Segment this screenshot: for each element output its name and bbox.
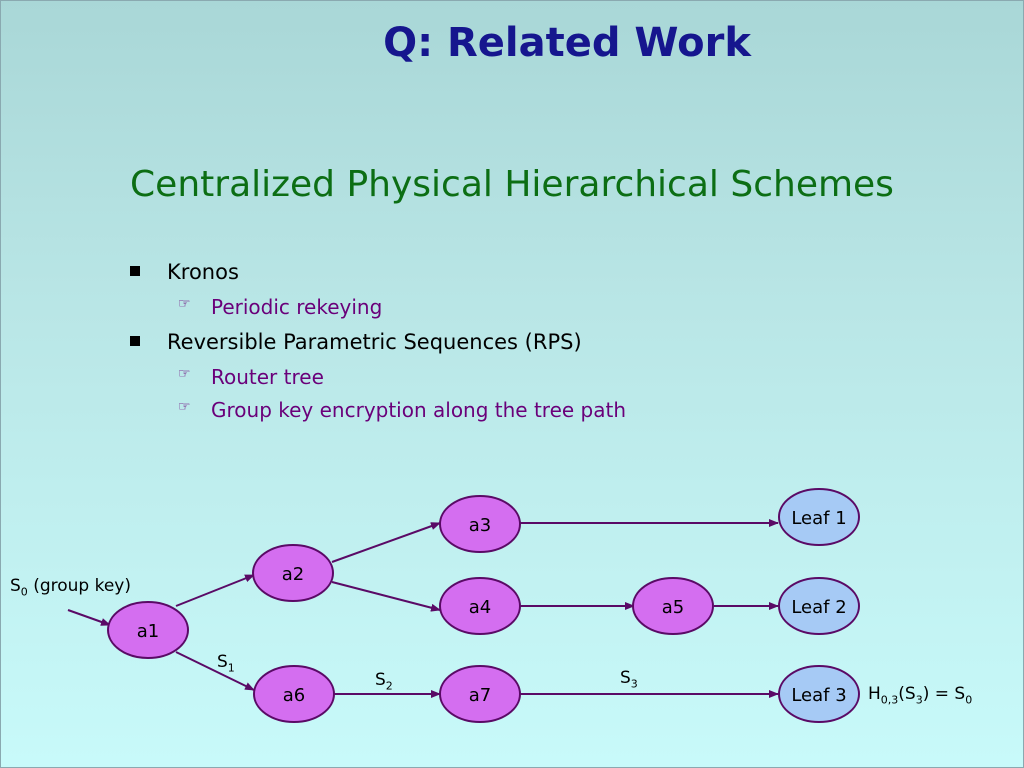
node-label: a5 — [662, 597, 684, 618]
edge-a1-a2 — [175, 574, 255, 607]
node-leaf2: Leaf 2 — [778, 577, 860, 635]
bullet-text: Kronos — [167, 260, 239, 284]
node-a1: a1 — [107, 601, 189, 659]
square-bullet-icon — [130, 336, 140, 346]
node-label: a6 — [283, 685, 305, 706]
bullet-text: Reversible Parametric Sequences (RPS) — [167, 330, 582, 354]
subbullet-text: Periodic rekeying — [211, 295, 383, 319]
node-label: a3 — [469, 515, 491, 536]
node-a7: a7 — [439, 665, 521, 723]
s3-label: S3 — [620, 668, 638, 691]
s1-label: S1 — [217, 652, 235, 675]
pointing-hand-icon: ☞ — [178, 366, 191, 382]
pointing-hand-icon: ☞ — [178, 399, 191, 415]
node-label: a2 — [282, 564, 304, 585]
edge-a2-a3 — [331, 522, 441, 563]
node-label: Leaf 2 — [791, 597, 846, 618]
node-label: Leaf 3 — [791, 685, 846, 706]
slide-subtitle: Centralized Physical Hierarchical Scheme… — [130, 164, 894, 205]
edge-s0-a1 — [67, 609, 111, 626]
node-a2: a2 — [252, 544, 334, 602]
s2-label: S2 — [375, 670, 393, 693]
node-a3: a3 — [439, 495, 521, 553]
pointing-hand-icon: ☞ — [178, 296, 191, 312]
hash-equation-label: H0,3(S3) = S0 — [868, 684, 973, 707]
square-bullet-icon — [130, 266, 140, 276]
node-label: Leaf 1 — [791, 508, 846, 529]
slide-title: Q: Related Work — [383, 20, 751, 66]
node-leaf1: Leaf 1 — [778, 488, 860, 546]
node-label: a4 — [469, 597, 491, 618]
node-a5: a5 — [632, 577, 714, 635]
node-label: a7 — [469, 685, 491, 706]
subbullet-text: Group key encryption along the tree path — [211, 398, 627, 422]
node-label: a1 — [137, 621, 159, 642]
node-leaf3: Leaf 3 — [778, 665, 860, 723]
group-key-label: S0 (group key) — [10, 576, 132, 599]
node-a6: a6 — [253, 665, 335, 723]
edge-a2-a4 — [331, 581, 441, 612]
edge-a1-a6 — [175, 651, 255, 691]
subbullet-text: Router tree — [211, 365, 324, 389]
node-a4: a4 — [439, 577, 521, 635]
